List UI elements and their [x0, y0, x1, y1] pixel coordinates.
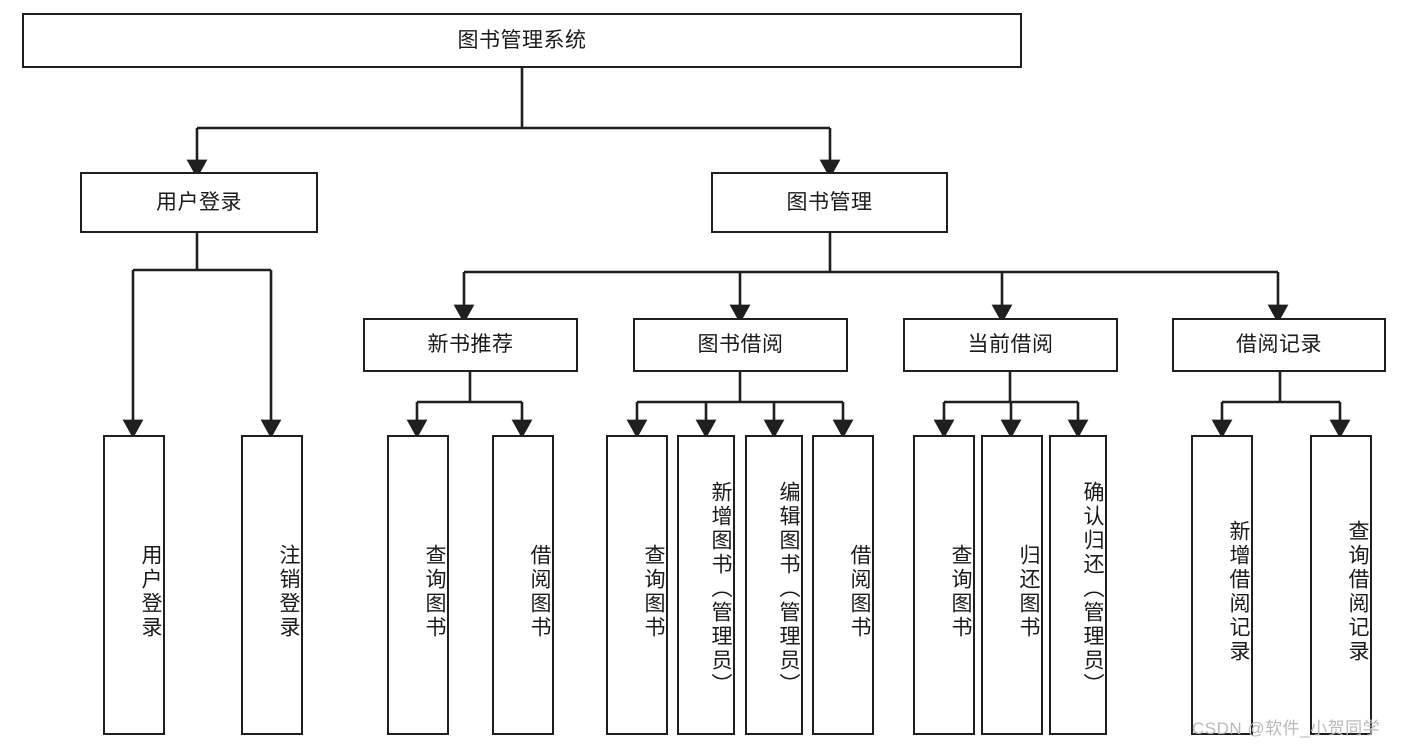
- leaf-current-borrow-confirm-return[interactable]: 确认归还（管理员）: [1049, 435, 1107, 735]
- leaf-borrow-record-query[interactable]: 查询借阅记录: [1310, 435, 1372, 735]
- node-borrow-record[interactable]: 借阅记录: [1172, 318, 1386, 372]
- leaf-new-book-query[interactable]: 查询图书: [387, 435, 449, 735]
- leaf-book-borrow-add[interactable]: 新增图书（管理员）: [677, 435, 735, 735]
- node-user-login[interactable]: 用户登录: [80, 172, 318, 233]
- node-root-system[interactable]: 图书管理系统: [22, 13, 1022, 68]
- leaf-book-borrow-edit[interactable]: 编辑图书（管理员）: [745, 435, 803, 735]
- leaf-book-borrow-query[interactable]: 查询图书: [606, 435, 668, 735]
- leaf-borrow-record-add[interactable]: 新增借阅记录: [1191, 435, 1253, 735]
- node-new-book-recommend[interactable]: 新书推荐: [363, 318, 578, 372]
- leaf-current-borrow-return[interactable]: 归还图书: [981, 435, 1043, 735]
- leaf-user-login-login[interactable]: 用户登录: [103, 435, 165, 735]
- leaf-user-login-logout[interactable]: 注销登录: [241, 435, 303, 735]
- node-current-borrow[interactable]: 当前借阅: [903, 318, 1118, 372]
- leaf-new-book-borrow[interactable]: 借阅图书: [492, 435, 554, 735]
- node-book-management[interactable]: 图书管理: [711, 172, 948, 233]
- node-book-borrow[interactable]: 图书借阅: [633, 318, 848, 372]
- leaf-current-borrow-query[interactable]: 查询图书: [913, 435, 975, 735]
- leaf-book-borrow-borrow[interactable]: 借阅图书: [812, 435, 874, 735]
- watermark-text: CSDN @软件_小贺同学: [1192, 719, 1381, 738]
